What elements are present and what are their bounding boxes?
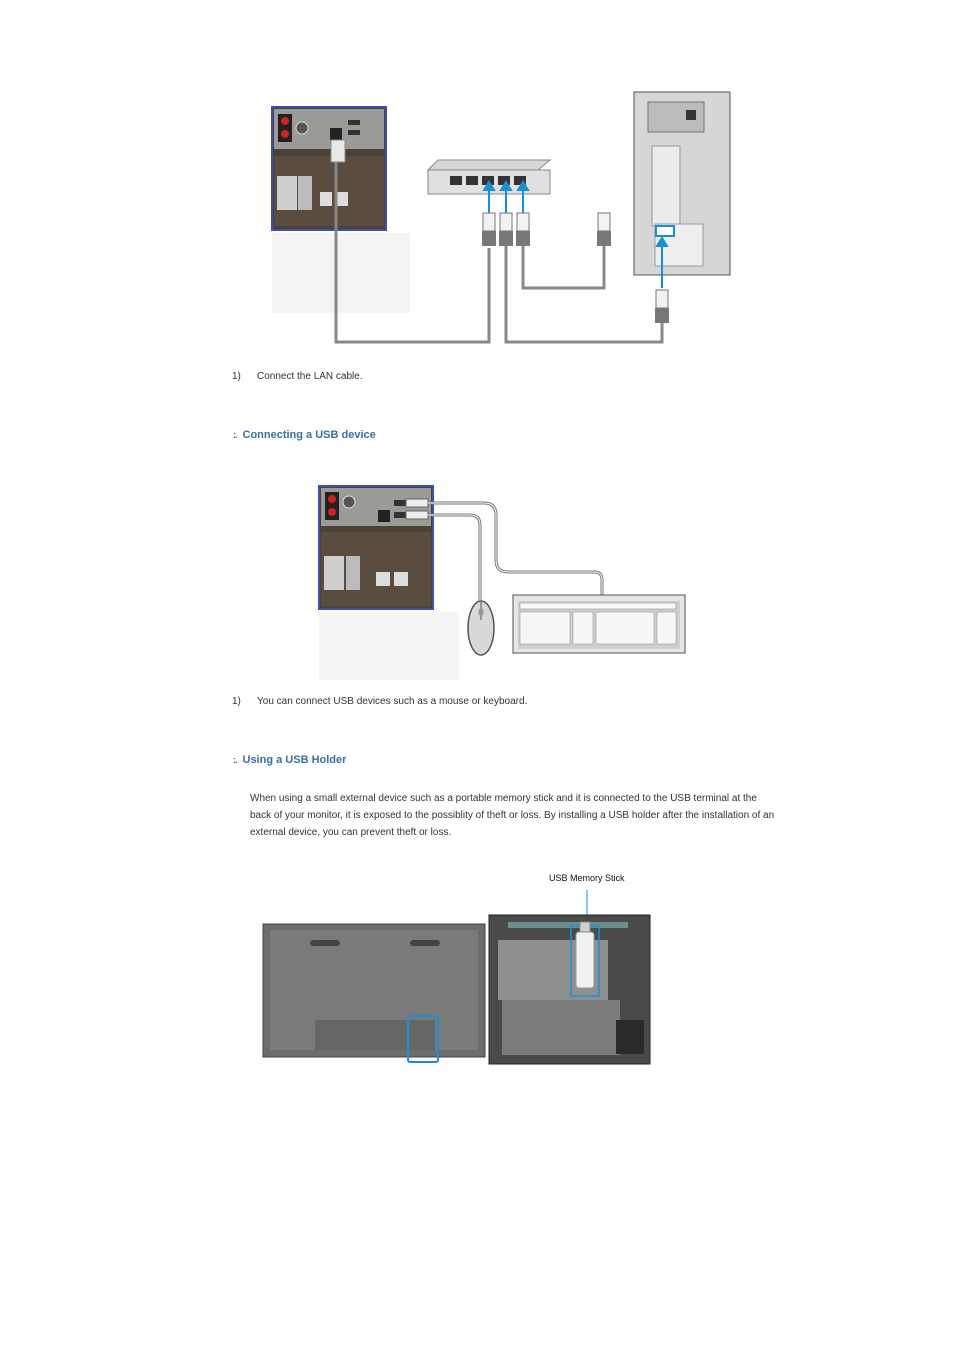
mouse [467,600,495,656]
section-heading-usb-holder: :. Using a USB Holder [233,754,346,766]
usb-holder-paragraph: When using a small external device such … [250,793,775,838]
heading-bullet: :. [233,430,237,440]
usb-device-step: 1) You can connect USB devices such as a… [232,696,732,710]
heading-bullet: :. [233,755,237,765]
lan-plugs [482,212,611,246]
keyboard [512,594,686,654]
pc-tower [633,91,731,276]
monitor-rear-panel [271,106,387,231]
pc-arrow [655,236,669,288]
usb-holder-closeup-photo [488,914,651,1065]
step-number: 1) [232,371,241,382]
step-text: You can connect USB devices such as a mo… [257,696,528,707]
step-text: Connect the LAN cable. [257,371,363,382]
monitor-back-photo [262,923,486,1063]
lan-step: 1) Connect the LAN cable. [232,371,632,385]
usb-holder-photos [262,890,651,1065]
heading-text: Connecting a USB device [242,429,376,441]
step-number: 1) [232,696,241,707]
lan-connection-diagram [271,91,731,344]
usb-memory-stick-label: USB Memory Stick [549,873,625,883]
usb-device-diagram [318,485,686,680]
heading-text: Using a USB Holder [242,754,347,766]
section-heading-usb-device: :. Connecting a USB device [233,429,376,441]
hub-arrows [482,180,530,213]
